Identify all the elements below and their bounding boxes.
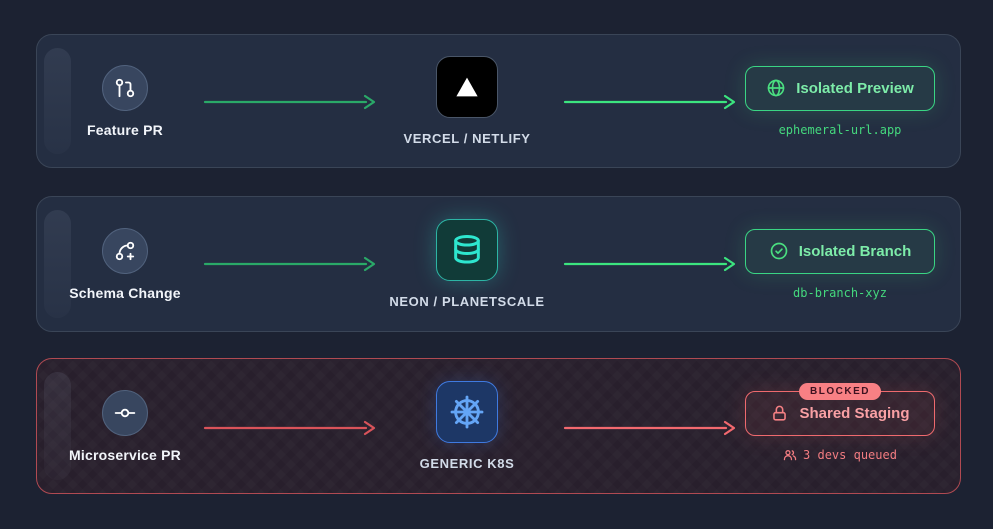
platform-node-k8s: GENERIC K8S	[355, 359, 579, 493]
platform-label: VERCEL / NETLIFY	[403, 131, 531, 146]
vercel-triangle-icon	[436, 56, 498, 118]
result-node-shared-staging: BLOCKED Shared Staging 3	[740, 359, 940, 493]
git-commit-icon	[102, 389, 148, 436]
result-sublabel: 3 devs queued	[783, 448, 897, 462]
result-label: Isolated Preview	[796, 79, 914, 97]
git-branch-plus-icon	[102, 227, 148, 274]
result-sublabel: db-branch-xyz	[793, 285, 887, 300]
platform-node-neon: NEON / PLANETSCALE	[355, 197, 579, 331]
users-icon	[783, 448, 797, 462]
pipeline-row-microservice-pr: Microservice PR GENERIC K8S	[36, 358, 961, 494]
source-label: Microservice PR	[69, 446, 181, 463]
source-node-microservice-pr: Microservice PR	[53, 359, 197, 493]
globe-icon	[766, 78, 786, 98]
source-label: Feature PR	[87, 121, 163, 138]
row-accent-pill	[44, 372, 71, 480]
check-circle-icon	[769, 241, 789, 261]
row-accent-pill	[44, 48, 71, 154]
database-icon	[436, 219, 498, 281]
result-sublabel: ephemeral-url.app	[778, 122, 902, 137]
flow-arrow	[563, 420, 737, 436]
platform-node-vercel: VERCEL / NETLIFY	[355, 35, 579, 167]
flow-arrow	[203, 94, 377, 110]
row-accent-pill	[44, 210, 71, 318]
isolated-branch-button[interactable]: Isolated Branch	[745, 228, 935, 274]
git-pull-request-icon	[102, 64, 148, 111]
result-node-isolated-branch: Isolated Branch db-branch-xyz	[740, 197, 940, 331]
source-node-feature-pr: Feature PR	[53, 35, 197, 167]
lock-icon	[770, 404, 789, 423]
source-label: Schema Change	[69, 284, 181, 301]
pipeline-row-feature-pr: Feature PR VERCEL / NETLIFY	[36, 34, 961, 168]
flow-arrow	[203, 420, 377, 436]
kubernetes-helm-icon	[436, 381, 498, 443]
source-node-schema-change: Schema Change	[53, 197, 197, 331]
flow-arrow	[563, 94, 737, 110]
blocked-badge: BLOCKED	[799, 382, 881, 400]
pipeline-row-schema-change: Schema Change NEON / PLANETSCALE	[36, 196, 961, 332]
platform-label: GENERIC K8S	[419, 456, 515, 471]
flow-arrow	[203, 256, 377, 272]
platform-label: NEON / PLANETSCALE	[389, 294, 545, 309]
shared-staging-button[interactable]: BLOCKED Shared Staging	[745, 382, 935, 436]
flow-arrow	[563, 256, 737, 272]
result-node-isolated-preview: Isolated Preview ephemeral-url.app	[740, 35, 940, 167]
result-label: Shared Staging	[799, 404, 910, 422]
result-label: Isolated Branch	[798, 242, 912, 260]
isolated-preview-button[interactable]: Isolated Preview	[745, 65, 935, 111]
